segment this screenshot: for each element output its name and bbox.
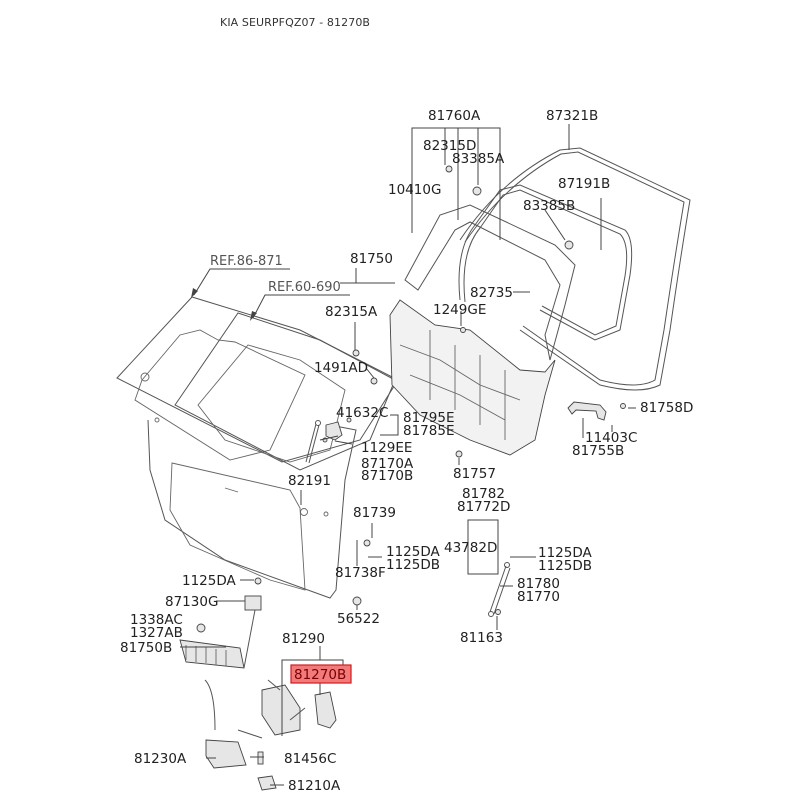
label-81750B: 81750B — [120, 640, 172, 656]
striker-81210A — [257, 751, 277, 791]
cap-81758D — [620, 403, 626, 409]
label-87170A: 87170A — [361, 456, 414, 472]
clip-82315A — [352, 349, 360, 357]
label-1491AD: 1491AD — [314, 360, 368, 376]
label-82315D: 82315D — [423, 138, 476, 154]
outside-handle-assembly — [179, 577, 262, 669]
hinge-assembly — [322, 417, 352, 443]
label-81738F: 81738F — [335, 565, 386, 581]
svg-text:REF.86-871: REF.86-871 — [210, 254, 283, 269]
label-83385B: 83385B — [523, 198, 575, 214]
gas-strut-left — [305, 420, 321, 464]
label-82735: 82735 — [470, 285, 513, 301]
weatherstrip-outer — [459, 147, 691, 391]
highlight-box — [290, 664, 352, 684]
label-87191B: 87191B — [558, 176, 610, 192]
label-87321B: 87321B — [546, 108, 598, 124]
label-81770: 81770 — [517, 589, 560, 605]
label-81782: 81782 — [462, 486, 505, 502]
label-1338AC: 1338AC — [130, 612, 183, 628]
label-1125DB-a: 1125DB — [386, 557, 440, 573]
label-11403C: 11403C — [585, 430, 637, 446]
label-1327AB: 1327AB — [130, 625, 183, 641]
lock-cover-81270B — [314, 691, 337, 729]
diagram-title: KIA SEURPFQZ07 - 81270B — [220, 16, 371, 29]
label-82191: 82191 — [288, 473, 331, 489]
label-87170B: 87170B — [361, 468, 413, 484]
ref-60-690: REF.60-690 — [250, 280, 350, 321]
label-1125DA-a: 1125DA — [386, 544, 441, 560]
label-81270B: 81270B — [294, 667, 346, 683]
label-81780: 81780 — [517, 576, 560, 592]
label-81230A: 81230A — [134, 751, 187, 767]
label-1125DA-b: 1125DA — [538, 545, 593, 561]
label-81758D: 81758D — [640, 400, 693, 416]
rear-glass-outer — [116, 296, 399, 463]
ref-86-871: REF.86-871 — [191, 254, 290, 298]
bolt-81163 — [495, 609, 501, 615]
tailgate-panel — [147, 417, 357, 599]
label-81456C: 81456C — [284, 751, 336, 767]
label-81772D: 81772D — [457, 499, 510, 515]
tailgate-trim-panel — [389, 299, 556, 456]
label-81163: 81163 — [460, 630, 503, 646]
label-81795E: 81795E — [403, 410, 454, 426]
label-83385A: 83385A — [452, 151, 505, 167]
label-41632C: 41632C — [336, 405, 388, 421]
label-87130G: 87130G — [165, 594, 218, 610]
label-1129EE: 1129EE — [361, 440, 412, 456]
label-10410G: 10410G — [388, 182, 441, 198]
lock-actuator-81290 — [261, 679, 306, 736]
label-81760A: 81760A — [428, 108, 481, 124]
gas-strut-right — [488, 562, 511, 617]
label-81739: 81739 — [353, 505, 396, 521]
svg-text:REF.60-690: REF.60-690 — [268, 280, 341, 295]
screw-1249GE — [460, 327, 466, 333]
bumper-56522 — [352, 596, 362, 606]
label-81750: 81750 — [350, 251, 393, 267]
label-81290: 81290 — [282, 631, 325, 647]
clip-83385A — [472, 186, 482, 196]
clip-82315D — [445, 165, 453, 173]
clip-83385B — [564, 240, 574, 250]
label-1249GE: 1249GE — [433, 302, 486, 318]
label-81757: 81757 — [453, 466, 496, 482]
highlighted-part-81270B[interactable]: 81270B — [290, 664, 352, 684]
label-82315A: 82315A — [325, 304, 378, 320]
clip-1491AD — [370, 377, 378, 385]
label-81755B: 81755B — [572, 443, 624, 459]
latch-81230A — [204, 679, 263, 769]
label-1125DB-b: 1125DB — [538, 558, 592, 574]
part-labels: 81760A 87321B 82315D 83385A 10410G 87191… — [120, 108, 693, 794]
label-81785E: 81785E — [403, 423, 454, 439]
bumper-81739 — [363, 539, 371, 547]
nut-81757 — [455, 450, 463, 458]
weatherstrip-inner — [458, 184, 633, 341]
garnish-strip — [404, 204, 576, 361]
label-43782D: 43782D — [444, 540, 497, 556]
grip-handle — [567, 401, 607, 421]
label-56522: 56522 — [337, 611, 380, 627]
leader-lines — [180, 124, 636, 786]
label-1125DA-c: 1125DA — [182, 573, 237, 589]
label-81210A: 81210A — [288, 778, 341, 794]
